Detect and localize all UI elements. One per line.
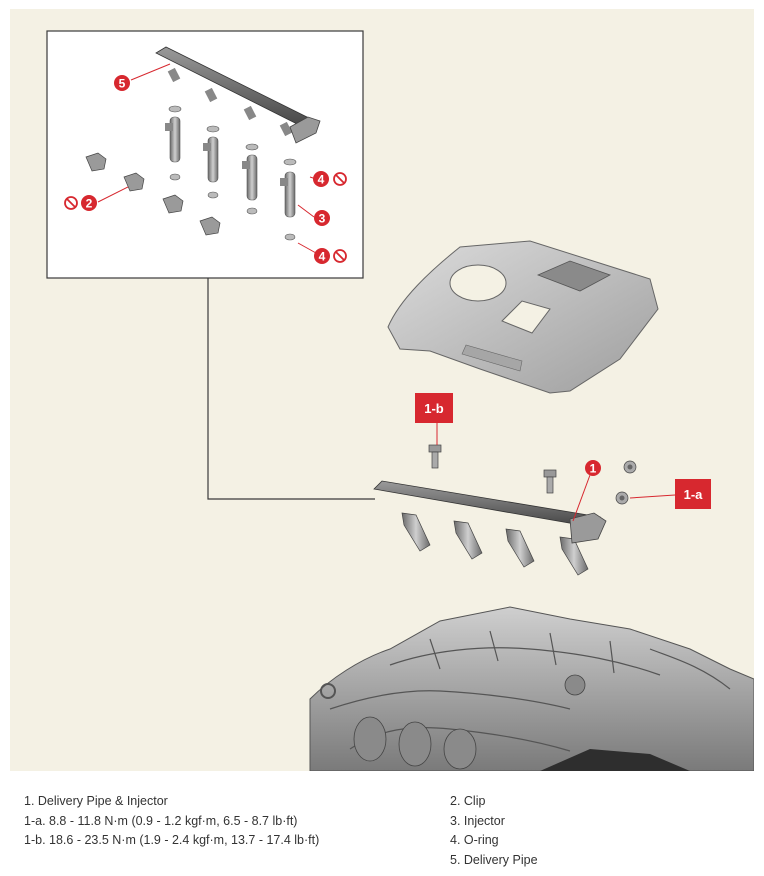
callout-2-label: 2 bbox=[86, 197, 93, 211]
callout-5: 5 bbox=[114, 75, 130, 91]
callout-2: 2 bbox=[81, 195, 97, 211]
legend-item-5: 5. Delivery Pipe bbox=[450, 852, 538, 867]
no-reuse-icon bbox=[333, 172, 347, 186]
diagram-canvas: 5 2 4 3 4 bbox=[46, 30, 754, 771]
callout-1b: 1-b bbox=[415, 393, 453, 423]
callout-3-label: 3 bbox=[319, 212, 326, 226]
legend-item-3: 3. Injector bbox=[450, 813, 505, 828]
callout-4-bottom: 4 bbox=[314, 248, 330, 264]
bolt-1b bbox=[428, 444, 442, 469]
legend-item-4: 4. O-ring bbox=[450, 833, 499, 847]
callout-1-label: 1 bbox=[590, 462, 597, 476]
exploded-diagram: 5 2 4 3 4 bbox=[10, 9, 754, 771]
callout-4-top: 4 bbox=[313, 171, 329, 187]
no-reuse-icon bbox=[64, 196, 78, 210]
callout-1a: 1-a bbox=[675, 479, 711, 509]
callout-3: 3 bbox=[314, 210, 330, 226]
callout-4-top-label: 4 bbox=[318, 173, 325, 187]
nuts-1a bbox=[615, 460, 637, 505]
legend-item-1a: 1-a. 8.8 - 11.8 N·m (0.9 - 1.2 kgf·m, 6.… bbox=[24, 813, 298, 828]
delivery-pipe-assembly bbox=[373, 480, 607, 576]
legend-right: 2. Clip 3. Injector 4. O-ring 5. Deliver… bbox=[450, 792, 538, 870]
callout-5-label: 5 bbox=[119, 77, 126, 91]
callout-1b-label: 1-b bbox=[424, 401, 444, 416]
inset-connector-line bbox=[207, 278, 375, 500]
callout-1a-label: 1-a bbox=[684, 487, 704, 502]
legend-item-1b: 1-b. 18.6 - 23.5 N·m (1.9 - 2.4 kgf·m, 1… bbox=[24, 833, 320, 847]
inset-leader-lines bbox=[97, 63, 317, 254]
callout-4-bottom-label: 4 bbox=[319, 250, 326, 264]
inset-clips bbox=[85, 152, 221, 236]
callout-1: 1 bbox=[585, 460, 601, 476]
legend-left: 1. Delivery Pipe & Injector 1-a. 8.8 - 1… bbox=[24, 792, 319, 851]
bolt-1a bbox=[543, 469, 557, 494]
engine-block bbox=[309, 606, 754, 771]
inset-delivery-pipe bbox=[155, 46, 321, 144]
inset-injectors bbox=[165, 105, 297, 241]
legend-item-2: 2. Clip bbox=[450, 794, 486, 808]
legend-item-1: 1. Delivery Pipe & Injector bbox=[24, 794, 168, 808]
engine-cover bbox=[387, 240, 659, 394]
no-reuse-icon bbox=[333, 249, 347, 263]
leader-lines bbox=[436, 423, 676, 522]
